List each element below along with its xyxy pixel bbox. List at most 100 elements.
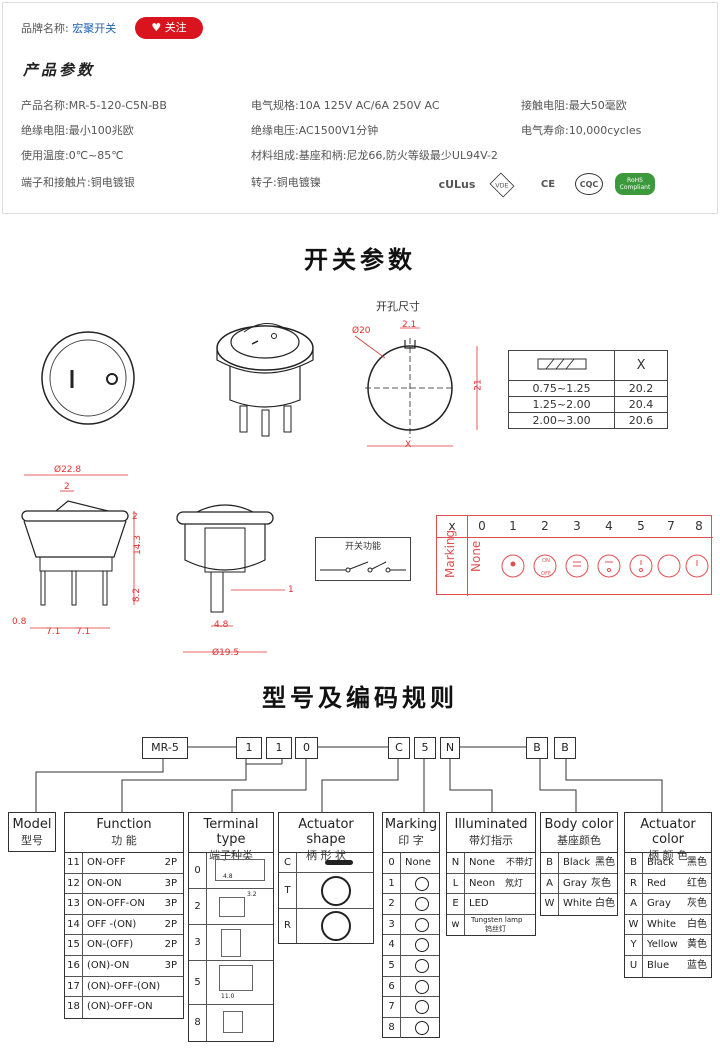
function-row: 18(ON)-OFF-ON [65, 997, 183, 1018]
thickness-range: 1.25~2.00 [507, 396, 616, 413]
marking-number: 0 [478, 519, 486, 533]
function-en: Function [96, 817, 152, 832]
param-electrical: 电气规格:10A 125V AC/6A 250V AC [251, 99, 440, 112]
cert-ce-icon: CE [540, 178, 556, 190]
marking-symbol-icon [415, 897, 429, 912]
thickness-header: X [614, 350, 668, 381]
dim-d1: Ø22.8 [54, 465, 82, 475]
marking-row: 1 [383, 873, 439, 895]
cert-rohs-icon: RoHS Compliant [615, 173, 655, 195]
param-rotor: 转子:铜电镀镍 [251, 176, 321, 189]
dim-d7: 7.1 [46, 627, 61, 637]
marking-row: 5 [383, 955, 439, 977]
dim-d5: 8.2 [132, 587, 143, 603]
cert-vde-icon: VDE [489, 172, 515, 198]
actuator-shape-row: R [279, 909, 373, 943]
side-view-drawing [21, 474, 135, 629]
code-box: C [388, 737, 410, 759]
function-row: 17(ON)-OFF-(ON) [65, 976, 183, 998]
marking-row: 8 [383, 1017, 439, 1039]
marking-symbol-icon [415, 938, 429, 953]
switch-function-box: 开关功能 [315, 537, 411, 581]
dim-d4: 14.3 [133, 534, 144, 556]
terminal-row: 3 [189, 925, 273, 961]
dim-d2: 2 [64, 482, 70, 492]
actuator-t-icon [321, 876, 351, 906]
marking-symbol-icon [415, 1000, 429, 1015]
marking-table: x Marking 0 1 2 3 4 5 7 8 None ON OFF [436, 515, 713, 596]
product-info-panel: 品牌名称: 宏聚开关 ♥ 关注 产品参数 产品名称:MR-5-120-C5N-B… [2, 2, 718, 214]
terminal-5-icon [219, 965, 253, 991]
dim-d11: 1 [288, 585, 294, 595]
marking-number: 3 [573, 519, 581, 533]
follow-button[interactable]: ♥ 关注 [135, 17, 203, 39]
dim-d10: Ø19.5 [212, 648, 240, 658]
switch-function-label: 开关功能 [344, 542, 381, 552]
thickness-value: 20.6 [614, 412, 668, 429]
marking-row: 2 [383, 894, 439, 915]
thickness-range: 0.75~1.25 [507, 380, 616, 397]
marking-symbol-icon [415, 876, 429, 891]
brand-name-link[interactable]: 宏聚开关 [72, 22, 117, 35]
actuator-color-zh: 柄 颜 色 [648, 849, 688, 862]
marking-symbol-icon [415, 958, 429, 973]
front-view-drawing [41, 331, 135, 425]
body-color-en: Body color [544, 817, 614, 832]
thickness-range: 2.00~3.00 [507, 412, 616, 429]
dim-d6: 0.8 [12, 617, 27, 627]
model-zh: 型号 [21, 834, 43, 847]
illuminated-zh: 带灯指示 [469, 834, 513, 847]
actuator-shape-zh: 柄 形 状 [306, 849, 346, 862]
cert-cqc-icon: CQC [575, 173, 603, 195]
params-heading: 产品参数 [23, 61, 96, 79]
marking-number: 8 [695, 519, 703, 533]
marking-number: 2 [541, 519, 549, 533]
hole-drawing [354, 327, 478, 447]
marking-number: 4 [605, 519, 613, 533]
marking-number: 5 [637, 519, 645, 533]
dim-d8: 7.1 [76, 627, 91, 637]
actuator-color-en: Actuator color [640, 817, 696, 847]
param-product-name: 产品名称:MR-5-120-C5N-BB [21, 99, 167, 112]
terminal-2-icon [219, 897, 245, 917]
hole-dim-dia: Ø20 [352, 326, 371, 336]
thickness-value: 20.2 [614, 380, 668, 397]
param-terminal: 端子和接触片:铜电镀银 [21, 176, 135, 189]
actuator-shape-row: C [279, 853, 373, 873]
switch-circuit-icon [320, 561, 406, 573]
dim-d3: 2 [132, 512, 138, 522]
terminal-en: Terminal type [203, 817, 259, 847]
brand-row: 品牌名称: 宏聚开关 [21, 20, 116, 36]
function-zh: 功 能 [111, 834, 137, 847]
marking-number: 1 [509, 519, 517, 533]
hole-size-label: 开孔尺寸 [376, 300, 420, 313]
marking-row: 4 [383, 935, 439, 956]
marking-on: ON [542, 558, 550, 564]
marking-zh: 印 字 [398, 834, 424, 847]
terminal-0-icon [215, 859, 265, 881]
param-contact-resistance: 接触电阻:最大50毫欧 [521, 99, 627, 112]
actuator-shape-en: Actuator shape [298, 817, 354, 847]
param-temperature: 使用温度:0℃~85℃ [21, 149, 124, 162]
marking-symbol-icon [415, 1020, 429, 1035]
